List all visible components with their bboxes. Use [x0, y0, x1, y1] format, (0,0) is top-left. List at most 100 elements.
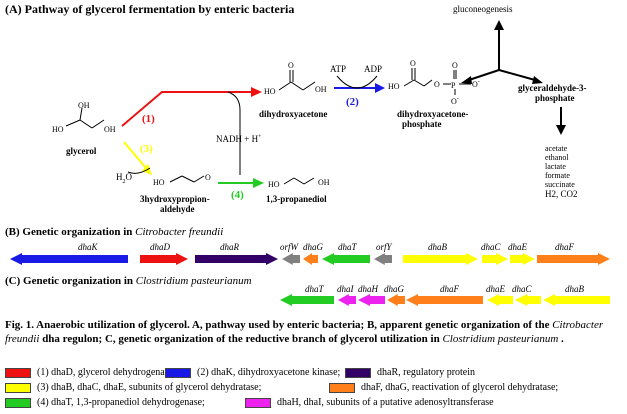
- glycerol-structure: [65, 107, 105, 129]
- panel-c-gene-arrow-dhaF: [406, 294, 483, 306]
- panel-b-gene-label-dhaB: dhaB: [428, 242, 448, 252]
- panel-b-gene-label-dhaR: dhaR: [220, 242, 240, 252]
- legend-item: (1) dhaD, glycerol dehydrogenase;: [5, 367, 176, 378]
- dhap-structure: [403, 68, 471, 95]
- atp-adp-curve: [336, 75, 378, 89]
- legend-text: (4) dhaT, 1,3-propanediol dehydrogenase;: [37, 397, 205, 408]
- dhap-label-1: dihydroxyacetone-: [397, 109, 468, 119]
- gap-label-1: glyceraldehyde-3-: [518, 83, 586, 93]
- step2-arrowhead: [375, 83, 385, 93]
- panel-a-title: (A) Pathway of glycerol fermentation by …: [5, 2, 294, 16]
- pdo-oh: OH: [318, 178, 330, 187]
- panel-b-gene-arrow-dhaC: [482, 253, 508, 265]
- legend-swatch: [5, 367, 31, 378]
- dha-oh: OH: [315, 85, 327, 94]
- panel-b-gene-arrow-dhaK: [10, 253, 128, 265]
- hpa-label-1: 3hydroxypropion-: [140, 194, 210, 204]
- panel-c-gene-label-dhaE: dhaE: [486, 284, 506, 294]
- panel-b-gene-label-dhaE: dhaE: [508, 242, 528, 252]
- legend-text: dhaR, regulatory protein: [377, 367, 476, 378]
- step3-arrow: [123, 141, 147, 169]
- dihydroxyacetone-label: dihydroxyacetone: [259, 109, 327, 119]
- step2-label: (2): [346, 96, 359, 108]
- product-5: H2, CO2: [545, 189, 578, 199]
- propanediol-label: 1,3-propanediol: [266, 194, 327, 204]
- products-arrowhead: [556, 125, 566, 135]
- glycerol-oh-2: OH: [104, 125, 116, 134]
- panel-b-gene-label-dhaD: dhaD: [150, 242, 171, 252]
- dhap-o-minus-1: O-: [472, 79, 480, 89]
- legend-swatch: [329, 382, 355, 393]
- adp-label: ADP: [364, 64, 382, 74]
- panel-c-gene-arrow-dhaB: [543, 294, 610, 306]
- panel-b-gene-label-dhaC: dhaC: [481, 242, 502, 252]
- panel-b-gene-arrow-dhaF: [537, 253, 610, 265]
- dha-ho: HO: [264, 87, 276, 96]
- legend-swatch: [165, 367, 191, 378]
- legend-item: dhaH, dhaI, subunits of a putative adeno…: [245, 397, 494, 408]
- dhap-o: O: [410, 59, 416, 68]
- panel-b-gene-arrow-dhaT: [322, 253, 370, 265]
- panel-c-gene-label-dhaF: dhaF: [440, 284, 460, 294]
- step3-label: (3): [140, 143, 153, 155]
- panel-b-gene-arrow-orfW: [282, 253, 300, 265]
- legend-text: dhaF, dhaG, reactivation of glycerol deh…: [361, 382, 559, 393]
- panel-c-gene-label-dhaG: dhaG: [384, 284, 405, 294]
- panel-c-gene-arrow-dhaG: [387, 294, 405, 306]
- panel-c-gene-arrow-dhaT: [280, 294, 334, 306]
- panel-b-gene-arrow-dhaE: [510, 253, 535, 265]
- legend-swatch: [245, 397, 271, 408]
- dhap-ho: HO: [388, 82, 400, 91]
- product-3: formate: [545, 171, 570, 180]
- legend-swatch: [5, 382, 31, 393]
- nadh-line: [227, 91, 241, 175]
- panel-b-gene-label-dhaG: dhaG: [303, 242, 324, 252]
- hpa-structure: [169, 175, 205, 183]
- panel-c-gene-arrow-dhaC: [515, 294, 541, 306]
- product-4: succinate: [545, 180, 575, 189]
- propanediol-structure: [283, 177, 315, 185]
- atp-label: ATP: [330, 64, 346, 74]
- step1-arrow: [121, 91, 252, 127]
- water-label: H2O: [116, 172, 133, 185]
- gluconeogenesis-label: gluconeogenesis: [453, 4, 513, 14]
- product-1: ethanol: [545, 153, 569, 162]
- hpa-label-2: aldehyde: [160, 204, 195, 214]
- dhap-o-ester: O: [434, 80, 440, 89]
- step1-label: (1): [142, 113, 155, 125]
- legend-text: (1) dhaD, glycerol dehydrogenase;: [37, 367, 176, 378]
- panel-c-gene-label-dhaB: dhaB: [565, 284, 585, 294]
- panel-c-title: (C) Genetic organization in Clostridium …: [5, 275, 252, 287]
- panel-c-gene-label-dhaT: dhaT: [305, 284, 325, 294]
- gluconeogenesis-arrows: [468, 28, 536, 81]
- dha-structure: [278, 70, 316, 91]
- dhap-o-minus-2: O-: [451, 96, 459, 106]
- panel-c-gene-label-dhaI: dhaI: [337, 284, 355, 294]
- step4-label: (4): [231, 189, 244, 201]
- legend-item: (3) dhaB, dhaC, dhaE, subunits of glycer…: [5, 382, 261, 393]
- dhap-label-2: phosphate: [402, 119, 442, 129]
- panel-b-gene-label-orfW: orfW: [280, 242, 300, 252]
- legend-item: (4) dhaT, 1,3-propanediol dehydrogenase;: [5, 397, 205, 408]
- glycerol-label: glycerol: [66, 146, 97, 156]
- nadh-label: NADH + H+: [216, 134, 262, 144]
- panel-c-gene-label-dhaC: dhaC: [512, 284, 533, 294]
- panel-b-gene-label-dhaK: dhaK: [78, 242, 99, 252]
- panel-b-gene-arrow-dhaR: [195, 253, 278, 265]
- fermentation-products: acetate ethanol lactate formate succinat…: [545, 144, 578, 199]
- panel-b-gene-label-dhaF: dhaF: [555, 242, 575, 252]
- panel-b-gene-arrow-dhaB: [403, 253, 478, 265]
- panel-c-gene-arrow-dhaH: [358, 294, 385, 306]
- legend-swatch: [5, 397, 31, 408]
- product-0: acetate: [545, 144, 568, 153]
- panel-b-title: (B) Genetic organization in Citrobacter …: [5, 226, 223, 238]
- legend-text: dhaH, dhaI, subunits of a putative adeno…: [277, 397, 494, 408]
- glycerol-oh-1: OH: [78, 101, 90, 110]
- step1-arrowhead: [251, 87, 262, 97]
- hpa-o: O: [205, 173, 211, 182]
- legend-text: (2) dhaK, dihydroxyacetone kinase;: [197, 367, 341, 378]
- hpa-ho: HO: [153, 178, 165, 187]
